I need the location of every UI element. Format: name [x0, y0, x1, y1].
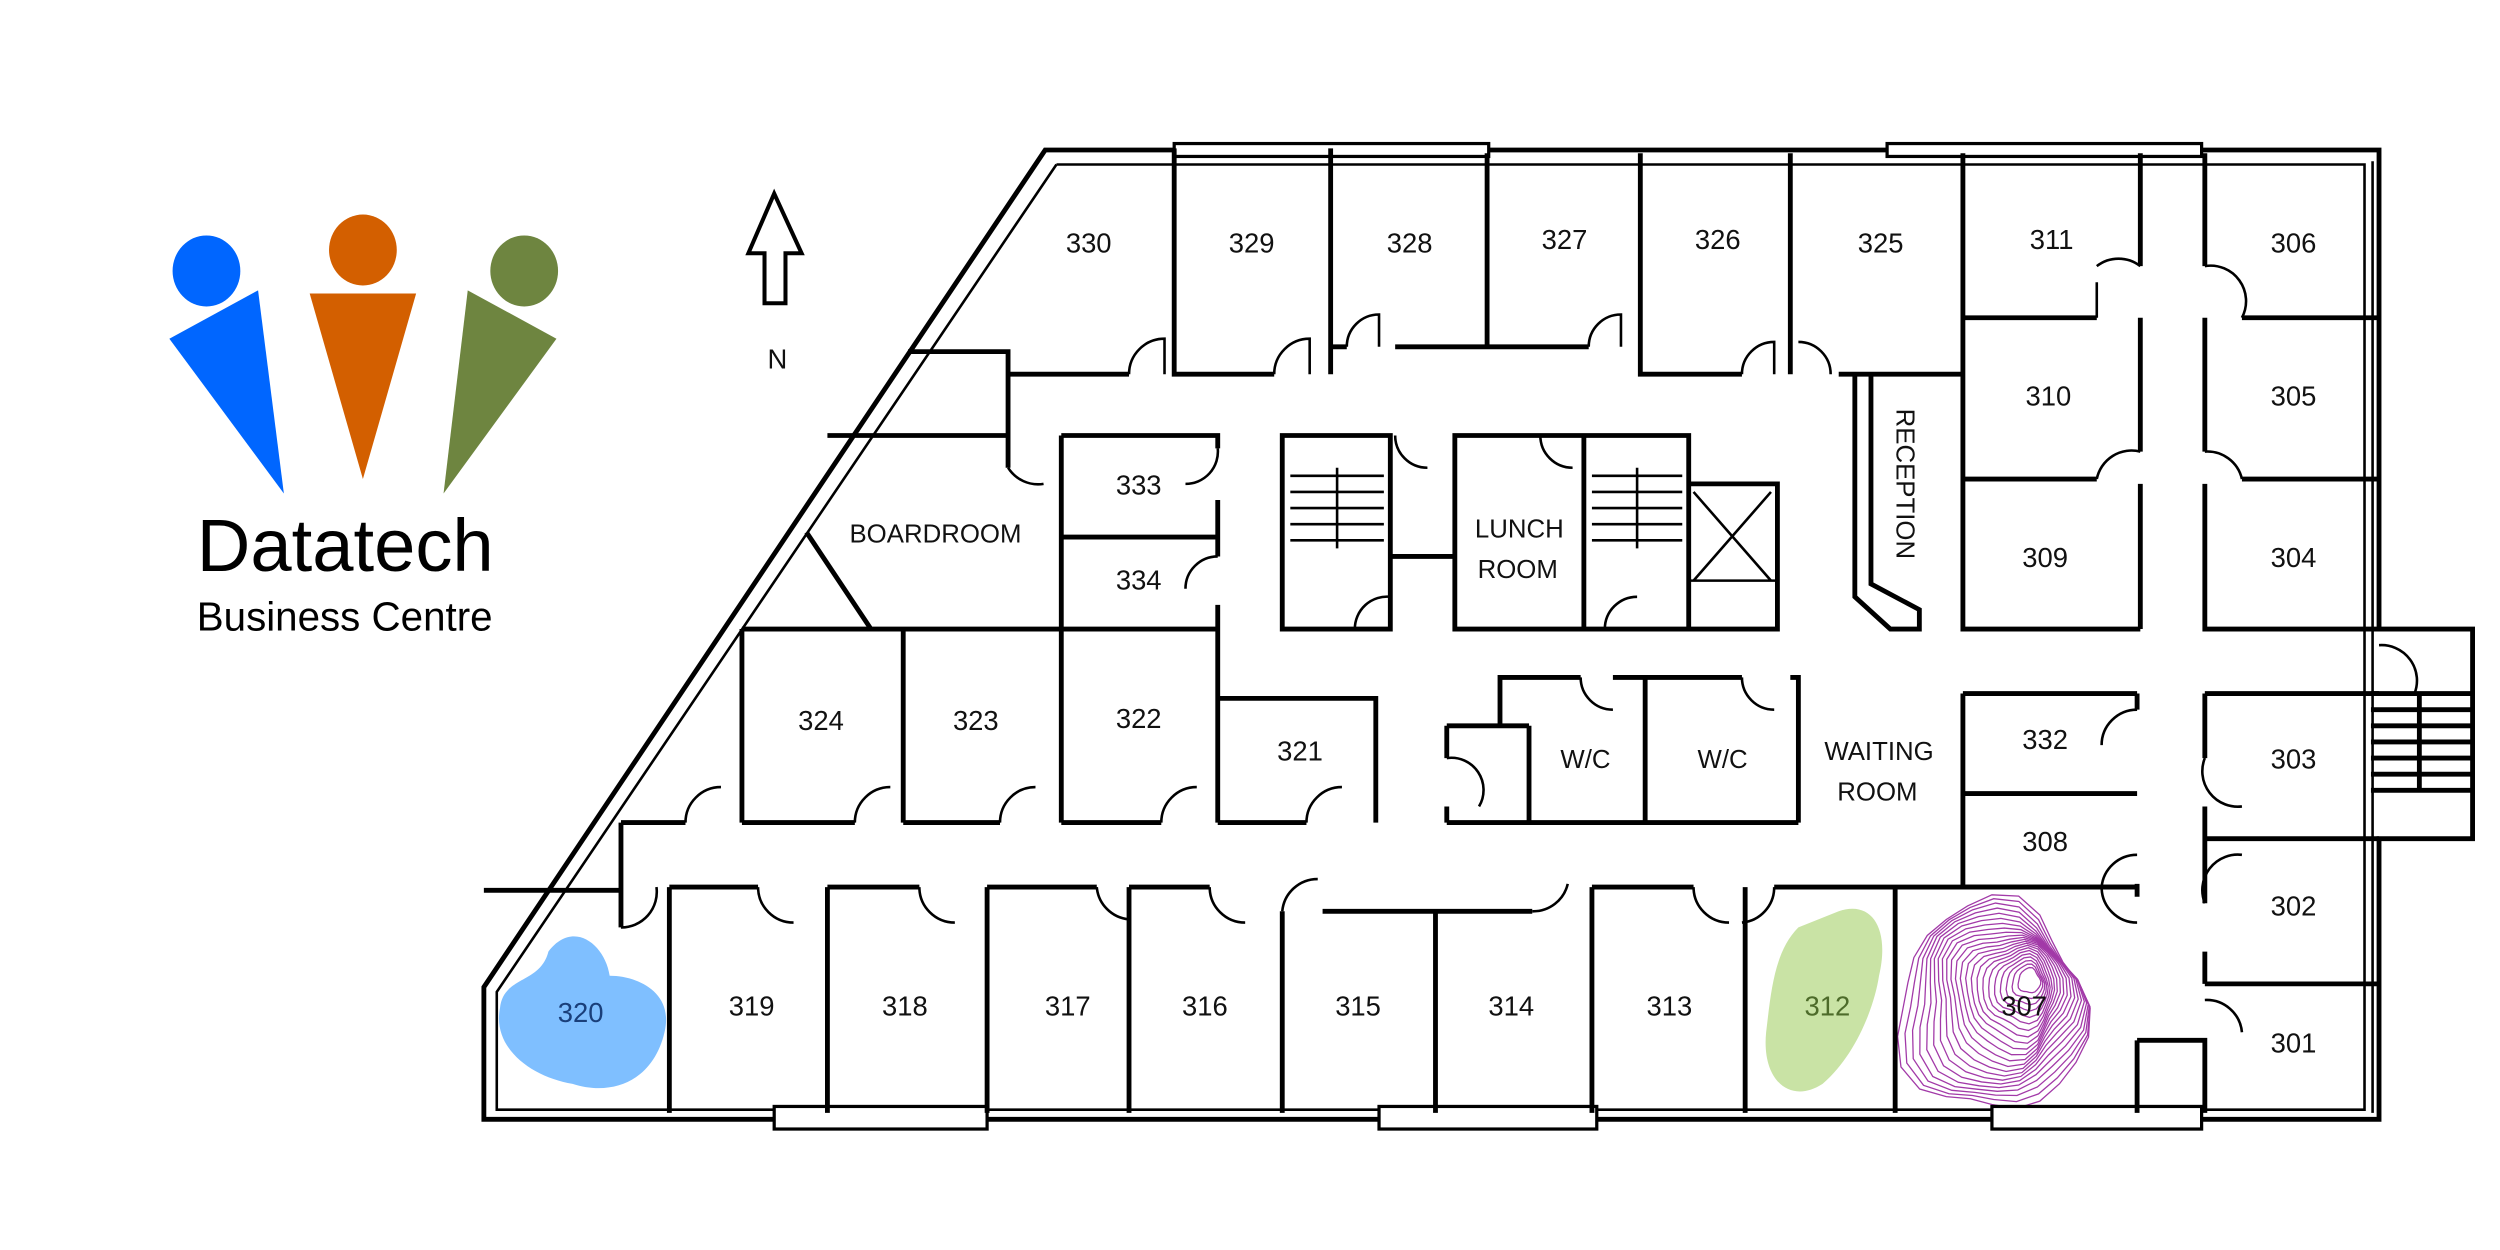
- room-308[interactable]: 308: [2022, 826, 2068, 857]
- datatech-logo: Datatech Business Centre: [169, 214, 559, 640]
- room-311[interactable]: 311: [2030, 224, 2074, 255]
- room-312[interactable]: 312: [1805, 990, 1851, 1021]
- room-323[interactable]: 323: [953, 705, 999, 736]
- waiting-room-label-line1[interactable]: WAITING: [1824, 738, 1933, 766]
- room-313[interactable]: 313: [1646, 990, 1692, 1021]
- room-320[interactable]: 320: [558, 997, 604, 1028]
- room-303[interactable]: 303: [2271, 744, 2317, 775]
- room-317[interactable]: 317: [1045, 990, 1091, 1021]
- window: [1990, 1104, 2204, 1131]
- room-324[interactable]: 324: [798, 705, 844, 736]
- room-312-highlight: [1765, 908, 1883, 1092]
- wc-label-2[interactable]: W/C: [1698, 746, 1748, 774]
- room-314[interactable]: 314: [1488, 990, 1534, 1021]
- room-327[interactable]: 327: [1542, 224, 1588, 255]
- contour-ring: [1994, 953, 2049, 1019]
- room-306[interactable]: 306: [2271, 227, 2317, 258]
- room-329[interactable]: 329: [1229, 227, 1275, 258]
- room-318[interactable]: 318: [882, 990, 928, 1021]
- doors: [620, 257, 2419, 1033]
- room-305[interactable]: 305: [2271, 381, 2317, 412]
- north-label: N: [768, 344, 788, 375]
- logo-figure-blue-body: [169, 290, 284, 494]
- wc-label-1[interactable]: W/C: [1560, 746, 1610, 774]
- room-330[interactable]: 330: [1066, 227, 1112, 258]
- contour-ring: [2005, 959, 2046, 1006]
- contour-ring: [1911, 902, 2091, 1097]
- room-309[interactable]: 309: [2022, 542, 2068, 573]
- contour-ring: [1976, 944, 2056, 1038]
- window: [1885, 141, 2204, 159]
- contour-ring: [2017, 966, 2042, 994]
- contour-ring: [1933, 917, 2086, 1085]
- room-325[interactable]: 325: [1858, 227, 1904, 258]
- contour-ring: [1982, 947, 2053, 1032]
- contour-ring: [1946, 931, 2076, 1073]
- room-307-contour-highlight: [1896, 894, 2091, 1110]
- contour-ring: [1954, 936, 2068, 1062]
- reception-label[interactable]: RECEPTION: [1890, 409, 1918, 560]
- room-302[interactable]: 302: [2271, 890, 2317, 921]
- room-320-highlight: [498, 936, 667, 1089]
- contour-ring: [1988, 949, 2051, 1025]
- room-334[interactable]: 334: [1116, 564, 1162, 595]
- contour-ring: [1904, 898, 2091, 1103]
- contour-ring: [1950, 934, 2072, 1068]
- boardroom-label[interactable]: BOARDROOM: [849, 520, 1021, 548]
- logo-figure-orange-head: [329, 214, 397, 286]
- logo-figure-orange-body: [309, 293, 417, 480]
- north-arrow: N: [745, 188, 805, 375]
- room-322[interactable]: 322: [1116, 703, 1162, 734]
- logo-subtitle: Business Centre: [197, 594, 493, 640]
- room-316[interactable]: 316: [1182, 990, 1228, 1021]
- logo-figure-green-body: [443, 290, 557, 494]
- contour-ring: [1964, 940, 2061, 1050]
- room-labels: 330 329 328 327 326 325 311 306 310 305 …: [558, 224, 2317, 1058]
- inner-wall-line: [495, 163, 2366, 1111]
- elevator-icon: [1688, 491, 1778, 582]
- waiting-room-label-line2[interactable]: ROOM: [1837, 778, 1917, 806]
- room-326[interactable]: 326: [1695, 224, 1741, 255]
- contour-ring: [1937, 922, 2083, 1081]
- logo-figure-green-head: [490, 235, 559, 307]
- contour-ring: [1941, 927, 2079, 1077]
- room-315[interactable]: 315: [1335, 990, 1381, 1021]
- stair-treads: [1290, 467, 1778, 582]
- window: [772, 1104, 989, 1131]
- room-321[interactable]: 321: [1277, 735, 1323, 766]
- interior-walls: [483, 148, 2473, 1113]
- contour-ring: [2011, 963, 2044, 1000]
- lunch-room-label-line2[interactable]: ROOM: [1478, 556, 1558, 584]
- logo-title: Datatech: [197, 504, 494, 587]
- room-319[interactable]: 319: [729, 990, 775, 1021]
- room-328[interactable]: 328: [1387, 227, 1433, 258]
- room-307[interactable]: 307: [2001, 990, 2047, 1021]
- window: [1377, 1104, 1599, 1131]
- room-332[interactable]: 332: [2022, 724, 2068, 755]
- outer-wall: [481, 147, 2475, 1122]
- contour-ring: [1970, 942, 2058, 1044]
- contour-ring: [1896, 894, 2091, 1110]
- logo-figure-blue-head: [172, 235, 241, 307]
- north-arrow-icon: [745, 188, 805, 306]
- contour-ring: [1926, 912, 2088, 1089]
- room-304[interactable]: 304: [2271, 542, 2317, 573]
- contour-ring: [1959, 938, 2065, 1056]
- contour-ring: [1919, 907, 2089, 1092]
- room-310[interactable]: 310: [2026, 381, 2072, 412]
- room-301[interactable]: 301: [2271, 1027, 2317, 1058]
- contour-ring: [1999, 956, 2048, 1012]
- lunch-room-label-line1[interactable]: LUNCH: [1475, 515, 1564, 543]
- room-333[interactable]: 333: [1116, 469, 1162, 500]
